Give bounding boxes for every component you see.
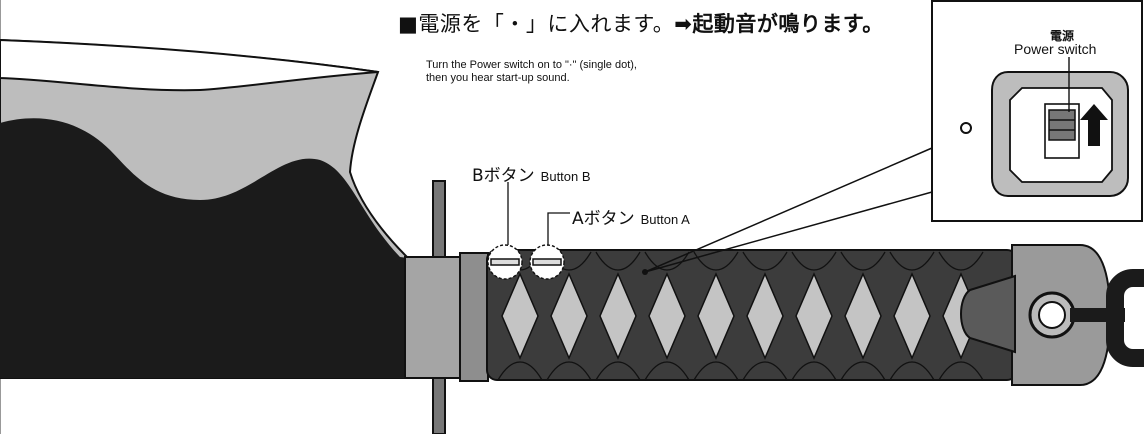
handle-diamond [746, 272, 784, 360]
button-b-label-en: Button B [540, 169, 591, 184]
blade-dark-area [0, 118, 408, 378]
instruction-subtitle-line2: then you hear start-up sound. [426, 72, 570, 84]
handle-diamond [893, 272, 931, 360]
habaki [459, 252, 489, 382]
button-a-label-en: Button A [640, 212, 690, 227]
tsuba-guard [404, 180, 489, 434]
button-b-label-ja: Bボタン [472, 166, 535, 186]
handle-wrap-stroke [889, 251, 935, 381]
button-b-label: Bボタン Button B [472, 161, 591, 186]
handle-wrap-stroke [840, 251, 886, 381]
instruction-subtitle-line1: Turn the Power switch on to "·" (single … [426, 59, 637, 71]
power-switch-label-ja: 電源 [1050, 29, 1075, 43]
power-switch-label-en: Power switch [1014, 41, 1097, 57]
up-arrow-icon [1080, 104, 1108, 146]
handle-diamond [795, 272, 833, 360]
handle-diamond [648, 272, 686, 360]
pommel-ring-inner [1038, 301, 1066, 329]
instruction-subtitle: Turn the Power switch on to "·" (single … [426, 59, 637, 85]
button-a-label-ja: Aボタン [572, 209, 635, 229]
instruction-title: ■電源を「・」に入れます。➡起動音が鳴ります。 [398, 8, 884, 38]
blade-edge-highlight [0, 38, 379, 92]
button-b [487, 244, 523, 280]
tsuka-handle [486, 244, 1144, 386]
handle-diamond [599, 272, 637, 360]
callout-wedge [642, 147, 933, 275]
button-b-key [490, 258, 520, 266]
handle-wrap-stroke [742, 251, 788, 381]
button-a [529, 244, 565, 280]
handle-diamond [697, 272, 735, 360]
button-a-leader [547, 212, 570, 245]
inset-led [960, 122, 972, 134]
instruction-title-part1: ■電源を「・」に入れます。 [398, 12, 675, 36]
instruction-title-part2: ➡起動音が鳴ります。 [674, 12, 884, 36]
button-a-key [532, 258, 562, 266]
handle-wrap-stroke [644, 251, 690, 381]
handle-diamond [550, 272, 588, 360]
switch-toggle[interactable] [1048, 109, 1076, 141]
handle-diamond [501, 272, 539, 360]
handle-diamond [844, 272, 882, 360]
handle-wrap-stroke [595, 251, 641, 381]
button-a-label: Aボタン Button A [572, 204, 690, 229]
handle-wrap-stroke [791, 251, 837, 381]
handle-wrap-stroke [938, 251, 984, 381]
pommel-tab [960, 274, 1016, 354]
power-switch-inset [931, 0, 1143, 222]
blade [0, 38, 409, 379]
